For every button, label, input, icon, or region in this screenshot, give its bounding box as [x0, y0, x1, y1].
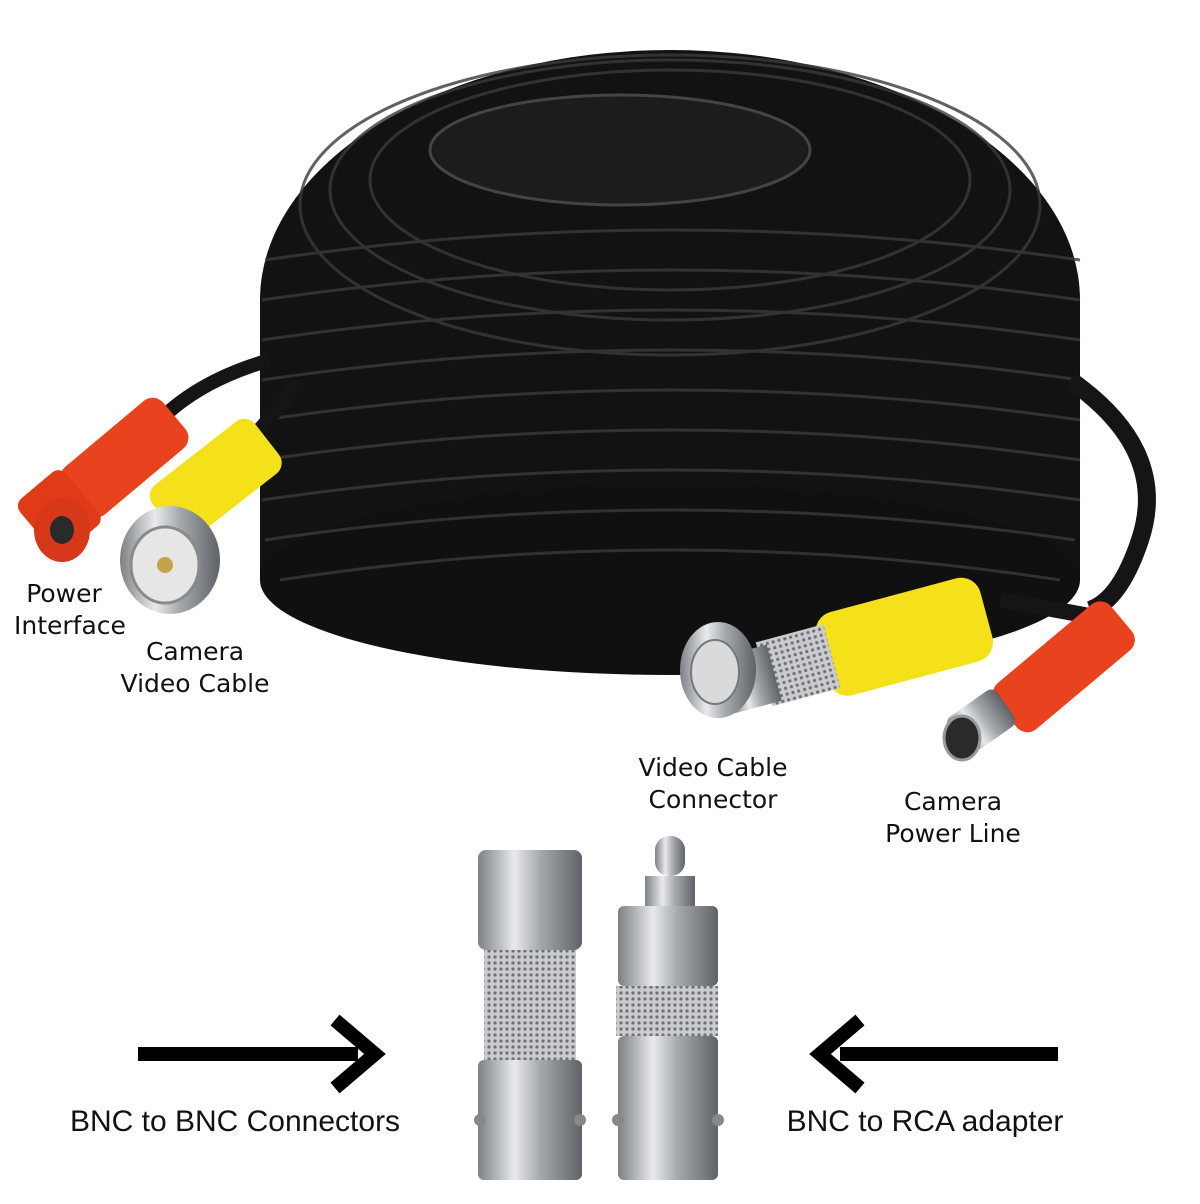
label-line: Power Line [885, 819, 1021, 848]
power-interface-label: Power Interface [14, 578, 126, 642]
label-line: Connector [648, 785, 778, 814]
camera-power-line-label: Camera Power Line [878, 786, 1028, 850]
label-line: Camera [145, 637, 245, 666]
bnc-to-rca-adapter [612, 836, 724, 1180]
label-line: Camera [903, 787, 1003, 816]
bnc-to-rca-label: BNC to RCA adapter [786, 1105, 1064, 1138]
bnc-to-bnc-connector [474, 850, 586, 1180]
label-line: Video Cable [120, 669, 270, 698]
cable-coil [260, 50, 1156, 675]
label-line: Video Cable [638, 753, 788, 782]
right-arrow-icon [138, 1014, 386, 1094]
label-line: Power [26, 579, 102, 608]
left-arrow-icon [809, 1014, 1058, 1094]
bnc-to-bnc-label: BNC to BNC Connectors [69, 1105, 401, 1138]
camera-video-cable-label: Camera Video Cable [110, 636, 280, 700]
camera-power-line-connector [992, 601, 1135, 733]
left-connectors [17, 353, 306, 614]
video-cable-connector-label: Video Cable Connector [628, 752, 798, 816]
label-line: Interface [14, 611, 126, 640]
right-connectors [680, 577, 1135, 762]
